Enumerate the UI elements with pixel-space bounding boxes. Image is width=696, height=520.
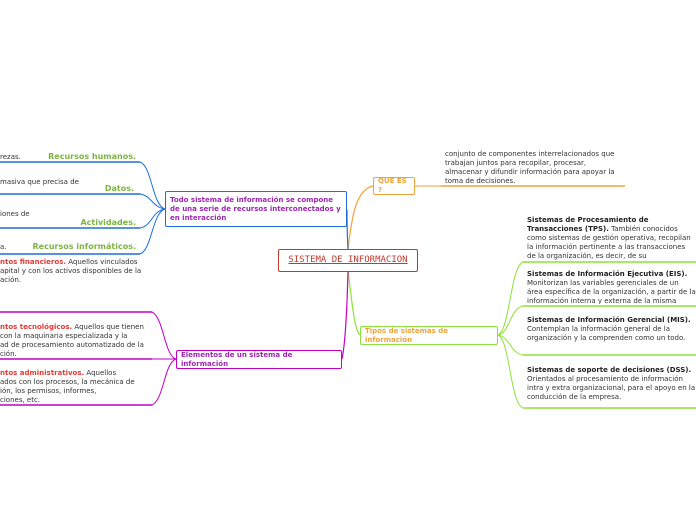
todo-item-1-label: Recursos humanos. <box>48 152 136 161</box>
connector-elem-1 <box>151 311 177 360</box>
central-title: SISTEMA DE INFORMACION <box>288 255 408 265</box>
tipos-label: Tipos de sistemas de información <box>365 326 448 344</box>
connector-elem-3 <box>151 358 177 406</box>
connector-todo-1 <box>139 161 166 210</box>
elem-item-3-line-4: ciones, etc. <box>0 396 41 404</box>
que-es-label: QUE ES ? <box>378 177 407 194</box>
connector-central-que-es <box>347 185 374 250</box>
elem-item-2-line-4: ción. <box>0 350 17 358</box>
elem-item-3: ntos administrativos. Aquellos ados con … <box>0 369 150 405</box>
central-node[interactable]: SISTEMA DE INFORMACION <box>278 249 418 272</box>
connector-central-todo <box>346 209 349 250</box>
elem-item-3-line-1: Aquellos <box>86 369 117 377</box>
elem-item-3-line-2: ados con los procesos, la mecánica de <box>0 378 135 386</box>
elem-item-1-line-1: Aquellos vinculados <box>68 258 138 266</box>
que-es-description: conjunto de componentes interrelacionado… <box>445 150 615 184</box>
elem-item-1-line-2: apital y con los activos disponibles de … <box>0 267 142 275</box>
todo-sistema-node[interactable]: Todo sistema de información se compone d… <box>165 191 347 227</box>
tipos-item-3-text: Contemplan la información general de la … <box>527 325 686 342</box>
todo-item-4-text: a. <box>0 243 7 251</box>
tipos-item-4-title: Sistemas de soporte de decisiones (DSS). <box>527 366 692 374</box>
elementos-label: Elementos de un sistema de información <box>181 350 293 368</box>
elem-item-3-line-3: ión, los permisos, informes, <box>0 387 97 395</box>
tipos-item-1: Sistemas de Procesamiento de Transaccion… <box>527 216 696 260</box>
tipos-item-4-text: Orientados al procesamiento de informaci… <box>527 375 696 401</box>
elem-item-1-line-3: ación. <box>0 276 22 284</box>
elem-item-2-title: ntos tecnológicos. <box>0 323 73 331</box>
elem-item-1-title: ntos financieros. <box>0 258 67 266</box>
elem-item-2-line-2: con la maquinaria especializada y la <box>0 332 128 340</box>
todo-item-4-label: Recursos informáticos. <box>32 242 136 251</box>
elem-item-2-line-1: Aquellos que tienen <box>74 323 144 331</box>
connector-tipos-1 <box>497 261 524 336</box>
elementos-node[interactable]: Elementos de un sistema de información <box>176 350 342 369</box>
elem-item-2-line-3: ad de procesamiento automatizado de la <box>0 341 144 349</box>
connector-todo-2 <box>139 193 166 210</box>
connector-todo-3 <box>139 208 166 229</box>
tipos-item-2: Sistemas de Información Ejecutiva (EIS).… <box>527 270 696 304</box>
connector-tipos-2 <box>497 305 524 336</box>
todo-item-1-text: rezas. <box>0 153 21 161</box>
todo-item-2-label: Datos. <box>104 184 134 193</box>
tipos-item-3-title: Sistemas de Información Gerencial (MIS). <box>527 316 691 324</box>
tipos-item-4: Sistemas de soporte de decisiones (DSS).… <box>527 366 696 402</box>
todo-item-2-text: masiva que precisa de <box>0 178 79 186</box>
connector-central-elementos <box>341 270 349 360</box>
todo-item-3-text: iones de <box>0 210 30 218</box>
tipos-item-3: Sistemas de Información Gerencial (MIS).… <box>527 316 696 343</box>
connector-tipos-4 <box>497 334 524 409</box>
tipos-item-2-title: Sistemas de Información Ejecutiva (EIS). <box>527 270 688 278</box>
todo-item-3-label: Actividades. <box>80 218 136 227</box>
tipos-item-1-title: Sistemas de Procesamiento de Transaccion… <box>527 216 649 233</box>
todo-sistema-label: Todo sistema de información se compone d… <box>170 195 341 222</box>
connector-tipos-3 <box>497 334 524 356</box>
tipos-node[interactable]: Tipos de sistemas de información <box>360 326 498 345</box>
tipos-item-1-text: También conocidos como sistemas de gesti… <box>527 225 691 260</box>
elem-item-2: ntos tecnológicos. Aquellos que tienen c… <box>0 323 150 359</box>
tipos-item-2-text: Monitorizan las variables gerenciales de… <box>527 279 696 304</box>
connector-todo-4 <box>139 208 166 255</box>
elem-item-3-title: ntos administrativos. <box>0 369 85 377</box>
elem-item-1: ntos financieros. Aquellos vinculados ap… <box>0 258 150 285</box>
que-es-node[interactable]: QUE ES ? <box>373 177 415 195</box>
connector-central-tipos <box>347 270 361 336</box>
